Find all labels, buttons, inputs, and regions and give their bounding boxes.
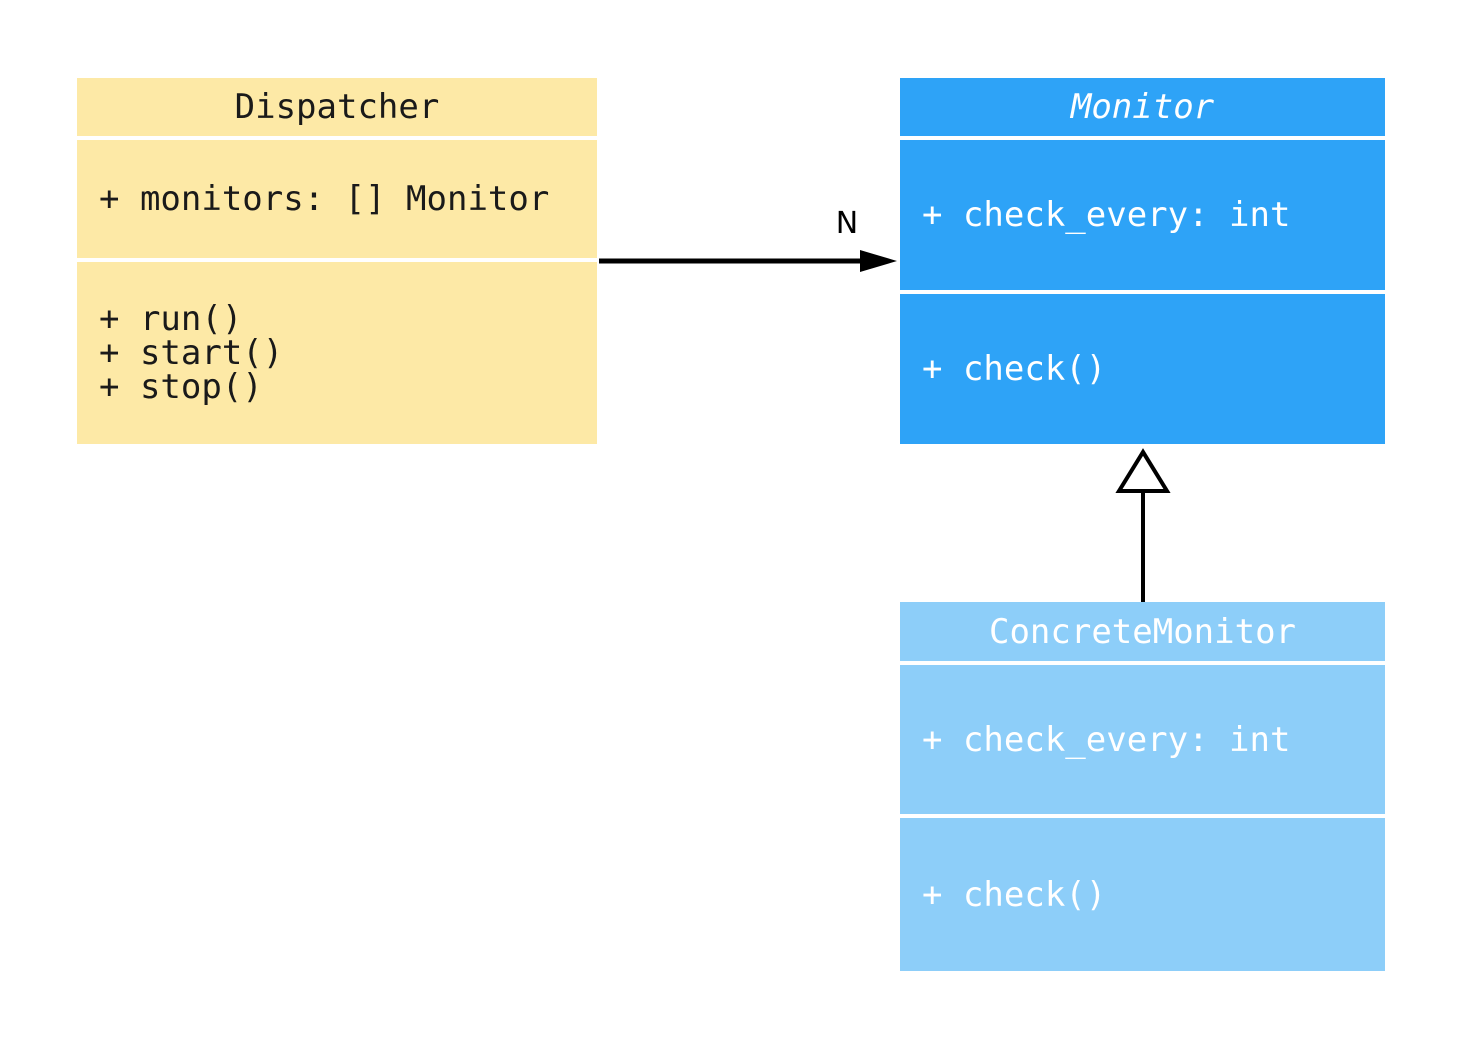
hollow-triangle-arrowhead-icon bbox=[1115, 448, 1171, 493]
class-title-monitor: Monitor bbox=[900, 78, 1385, 136]
filled-arrowhead-icon bbox=[860, 250, 897, 272]
attribute-check-every: + check_every: int bbox=[922, 195, 1291, 235]
class-title-concrete-monitor: ConcreteMonitor bbox=[900, 602, 1385, 661]
class-box-concrete-monitor: ConcreteMonitor + check_every: int + che… bbox=[900, 602, 1385, 971]
method-stop: + stop() bbox=[99, 367, 263, 407]
class-attributes-monitor: + check_every: int bbox=[900, 140, 1385, 290]
inheritance-arrow-concrete-monitor-to-monitor bbox=[1115, 448, 1171, 602]
method-check: + check() bbox=[922, 349, 1107, 389]
attribute-check-every: + check_every: int bbox=[922, 719, 1291, 760]
class-box-dispatcher: Dispatcher + monitors: [] Monitor + run(… bbox=[77, 78, 597, 444]
method-run: + run() bbox=[99, 299, 243, 339]
class-box-monitor: Monitor + check_every: int + check() bbox=[900, 78, 1385, 444]
class-attributes-dispatcher: + monitors: [] Monitor bbox=[77, 140, 597, 258]
class-methods-monitor: + check() bbox=[900, 294, 1385, 444]
class-methods-dispatcher: + run() + start() + stop() bbox=[77, 262, 597, 444]
class-attributes-concrete-monitor: + check_every: int bbox=[900, 665, 1385, 814]
association-arrow-dispatcher-to-monitor bbox=[599, 250, 897, 272]
method-check: + check() bbox=[922, 874, 1107, 915]
method-start: + start() bbox=[99, 333, 284, 373]
attribute-monitors: + monitors: [] Monitor bbox=[99, 179, 550, 219]
class-methods-concrete-monitor: + check() bbox=[900, 818, 1385, 971]
class-title-dispatcher: Dispatcher bbox=[77, 78, 597, 136]
association-multiplicity-label: N bbox=[835, 206, 859, 241]
